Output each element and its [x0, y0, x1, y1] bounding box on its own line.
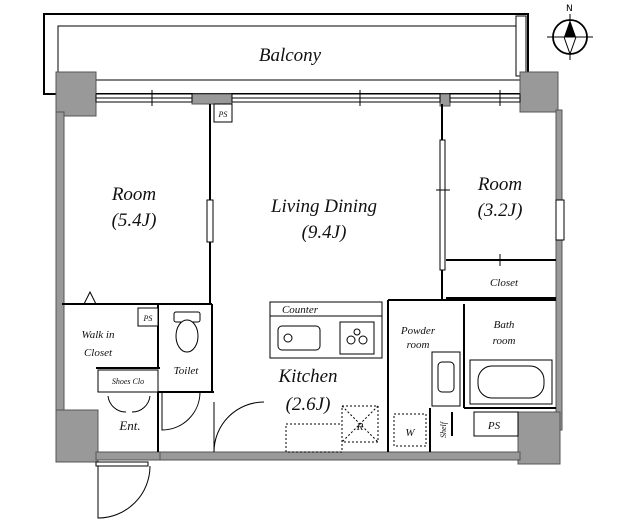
- wall-bottom-right-pillar: [517, 411, 561, 465]
- burner-1: [346, 335, 356, 345]
- label-powder-room-1: Powder: [400, 325, 436, 337]
- kitchen-counter: [269, 301, 383, 359]
- wic-door[interactable]: [83, 290, 97, 305]
- main-door-leaf[interactable]: [95, 461, 149, 467]
- label-bath-room-1: Bath: [494, 319, 515, 331]
- label-ps-wic: PS: [143, 314, 153, 323]
- washer-box: [393, 413, 427, 447]
- label-balcony: Balcony: [259, 45, 322, 66]
- compass-north-label: N: [566, 4, 573, 14]
- wall-top-left-pillar: [55, 71, 97, 117]
- shoes-closet-box: [97, 369, 159, 393]
- toilet-bowl: [175, 319, 199, 353]
- sink-drain: [283, 333, 293, 343]
- label-room-left: Room: [111, 184, 156, 205]
- compass-needle-south: [563, 36, 577, 56]
- label-counter: Counter: [282, 304, 319, 316]
- wall-top-right-pillar: [519, 71, 559, 113]
- sink-outer: [277, 325, 321, 351]
- powder-basin: [431, 351, 461, 407]
- burner-2: [358, 335, 368, 345]
- vanity: [431, 351, 461, 407]
- label-shelf: Shelf: [439, 420, 448, 438]
- appliances: [285, 405, 427, 453]
- main-door-swing[interactable]: [97, 462, 151, 519]
- wall-left: [55, 111, 65, 413]
- exterior-walls: [55, 71, 563, 465]
- label-toilet: Toilet: [174, 365, 200, 377]
- ps-box-top: [213, 103, 233, 123]
- stove: [339, 321, 375, 355]
- compass: N: [547, 4, 593, 60]
- label-shoes-closet: Shoes Clo: [112, 377, 144, 386]
- label-living-dining-size: (9.4J): [302, 222, 347, 243]
- labels: Balcony Room (5.4J) Living Dining (9.4J)…: [82, 45, 523, 439]
- windows: [95, 90, 565, 241]
- compass-needle: [564, 20, 576, 37]
- label-kitchen-size: (2.6J): [286, 394, 331, 415]
- wall-top-ps: [191, 93, 233, 105]
- wall-bottom-left-pillar: [55, 409, 99, 463]
- label-closet: Closet: [490, 277, 519, 289]
- interior-walls: [62, 104, 556, 452]
- label-wic-1: Walk in: [82, 329, 115, 341]
- label-powder-room-2: room: [407, 339, 430, 351]
- wall-right: [555, 109, 563, 431]
- label-ps-top: PS: [218, 110, 228, 119]
- ps-boxes: [137, 103, 519, 437]
- kitchen-door-swing[interactable]: [213, 401, 265, 453]
- wall-room-right-door: [439, 139, 446, 271]
- wic-door-swing[interactable]: [83, 290, 97, 305]
- wall-room-left-door: [206, 199, 214, 243]
- window-right-side: [555, 199, 565, 241]
- balcony-divider-right: [515, 15, 527, 77]
- label-living-dining: Living Dining: [270, 196, 377, 217]
- label-room-right-size: (3.2J): [478, 200, 523, 221]
- label-washer: W: [405, 427, 415, 439]
- label-room-right: Room: [477, 174, 522, 195]
- label-refrigerator: R: [356, 421, 364, 433]
- toilet-door-swing[interactable]: [161, 391, 201, 431]
- toilet-fixture: [173, 311, 201, 353]
- label-bath-room-2: room: [493, 335, 516, 347]
- ps-box-bath: [473, 411, 519, 437]
- label-room-left-size: (5.4J): [112, 210, 157, 231]
- fridge-diag-2: [341, 405, 379, 443]
- ps-box-wic: [137, 307, 159, 327]
- basin: [437, 361, 455, 393]
- label-entrance: Ent.: [118, 418, 140, 433]
- tub-inner: [477, 365, 545, 399]
- kitchen-dashed-area: [285, 423, 343, 453]
- wall-bottom: [157, 451, 521, 461]
- burner-3: [353, 328, 361, 336]
- wall-ent-left: [95, 451, 161, 461]
- bathtub: [469, 359, 553, 405]
- entrance-doors[interactable]: [95, 369, 265, 519]
- ent-shoe-door[interactable]: [107, 395, 127, 413]
- label-kitchen: Kitchen: [277, 366, 337, 387]
- ent-shoe-door-2[interactable]: [131, 395, 151, 413]
- label-wic-2: Closet: [84, 347, 113, 359]
- label-ps-bath: PS: [487, 420, 501, 432]
